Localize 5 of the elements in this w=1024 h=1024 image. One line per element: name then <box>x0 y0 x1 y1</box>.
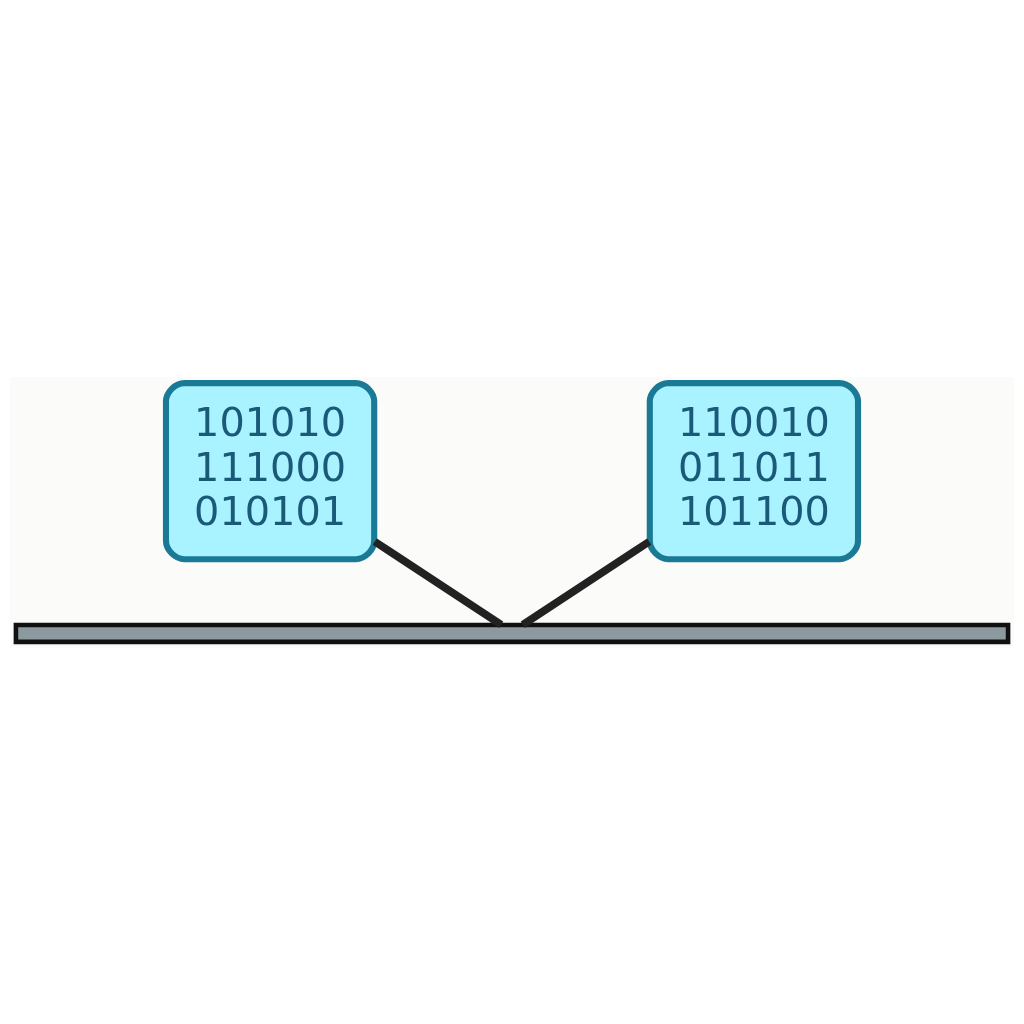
node-bar <box>13 622 1011 644</box>
node-box: 110010 011011 101100 <box>646 379 862 562</box>
node-box: 101010 111000 010101 <box>162 379 378 562</box>
connector <box>520 537 652 628</box>
connector <box>372 537 504 628</box>
